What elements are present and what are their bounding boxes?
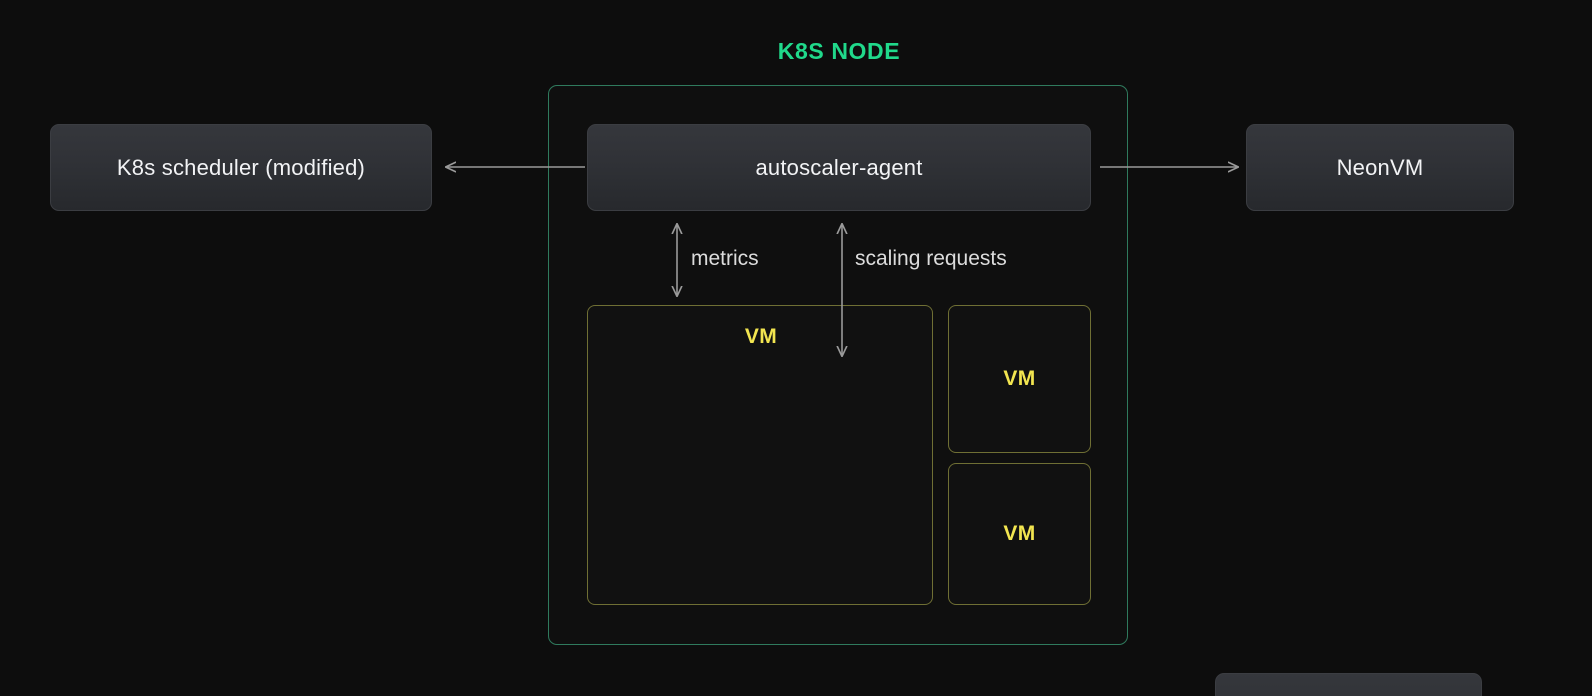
vm-informant-node[interactable]: vm-informant bbox=[1215, 673, 1482, 696]
vm-primary-label: VM bbox=[744, 325, 778, 348]
scaling-requests-edge-label: scaling requests bbox=[855, 247, 1007, 270]
vm-secondary-label: VM bbox=[1003, 367, 1036, 390]
autoscaler-agent-node[interactable]: autoscaler-agent bbox=[587, 124, 1091, 211]
vm-tertiary-container[interactable]: VM bbox=[948, 463, 1091, 605]
neonvm-node[interactable]: NeonVM bbox=[1246, 124, 1514, 211]
vm-primary-container[interactable]: VM vm-informant Postgres bbox=[587, 305, 1482, 696]
k8s-node-title: K8S NODE bbox=[777, 38, 901, 64]
metrics-edge-label: metrics bbox=[691, 247, 759, 270]
k8s-node-boundary bbox=[548, 85, 1128, 645]
vm-secondary-container[interactable]: VM bbox=[948, 305, 1091, 453]
k8s-scheduler-node[interactable]: K8s scheduler (modified) bbox=[50, 124, 432, 211]
vm-tertiary-label: VM bbox=[1003, 522, 1036, 545]
